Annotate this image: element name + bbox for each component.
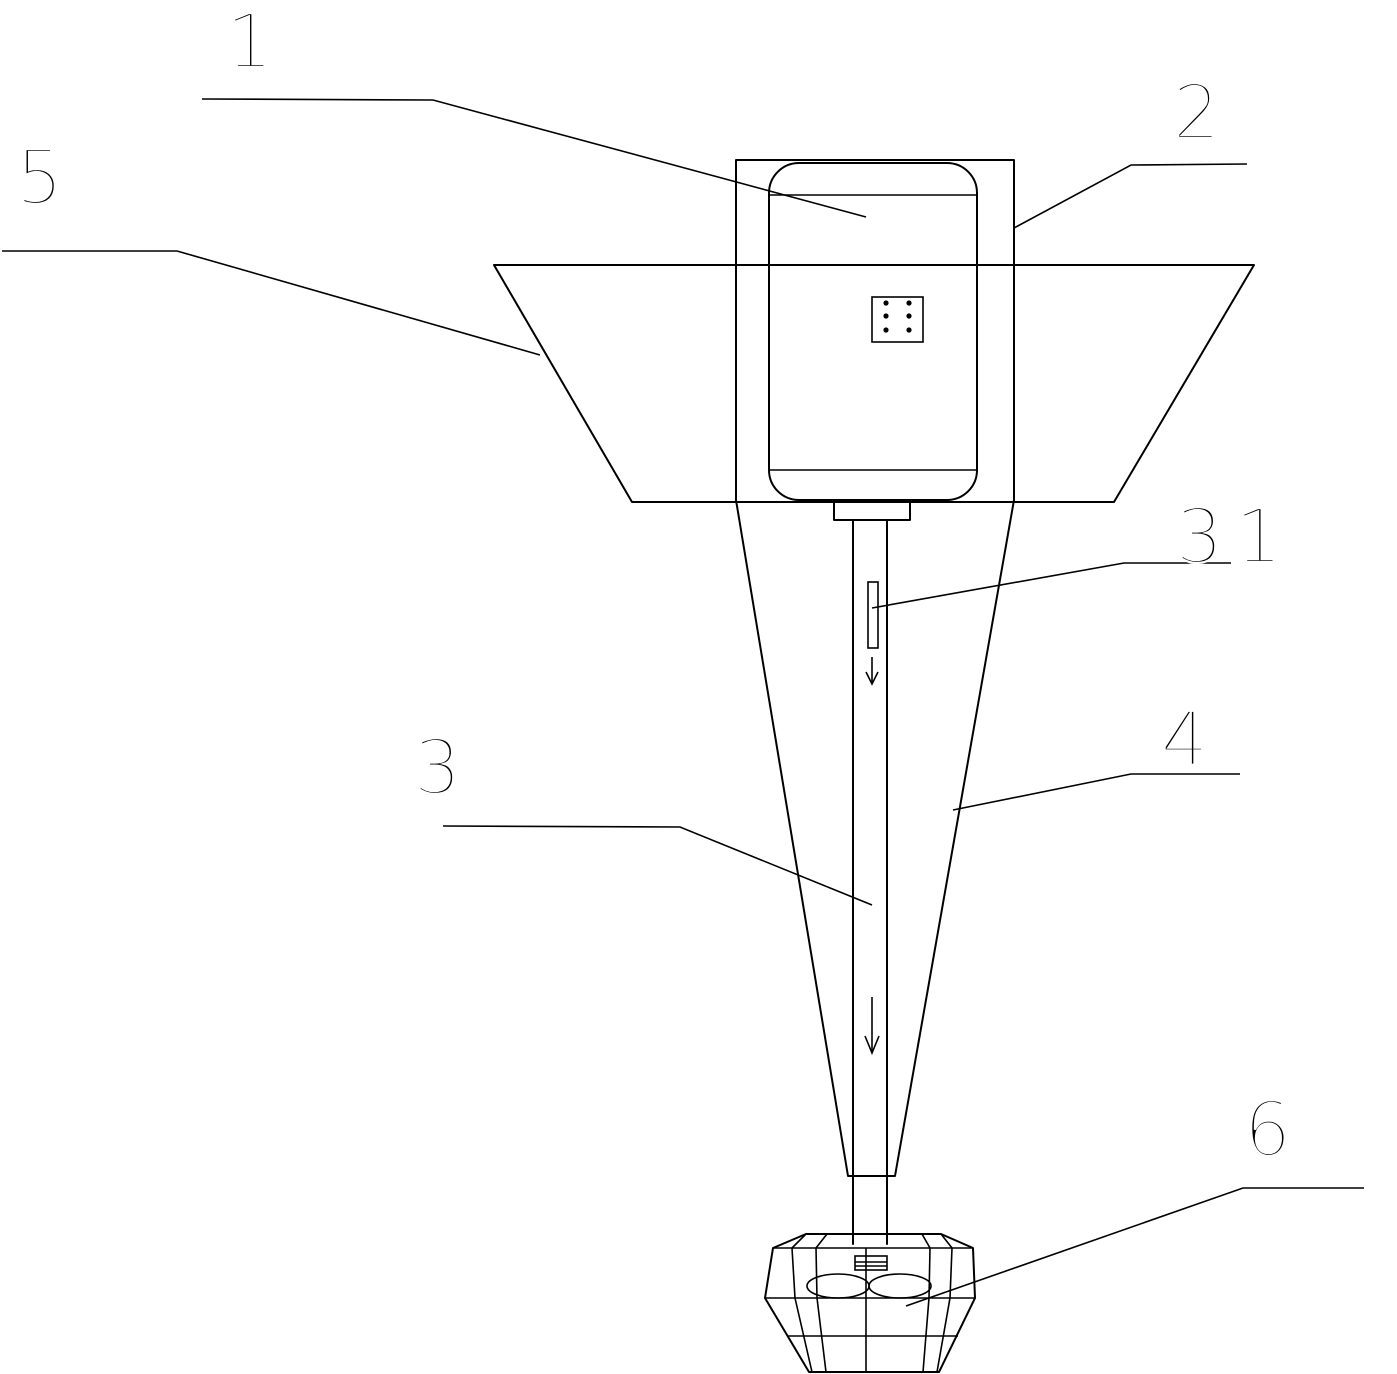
tank-1 (768, 162, 978, 501)
label-5: 5 (16, 135, 63, 221)
label-31: 31 (1176, 494, 1294, 580)
control-panel (871, 296, 924, 343)
leader-line-4 (952, 773, 1240, 811)
leader-line-3 (442, 825, 873, 906)
flow-arrow-upper (865, 657, 879, 686)
leader-line-1 (201, 98, 867, 218)
label-3: 3 (414, 725, 461, 811)
leader-line-2 (1013, 163, 1248, 229)
leader-line-31 (871, 562, 1231, 609)
housing-2 (735, 159, 1015, 1177)
pipe-3 (852, 519, 888, 1245)
leader-line-6 (905, 1187, 1364, 1307)
leader-line-5 (2, 250, 541, 356)
head-assembly-6 (764, 1233, 976, 1373)
label-6: 6 (1244, 1087, 1291, 1173)
sensor-31 (867, 581, 879, 649)
float-tray-5 (493, 264, 1255, 503)
outlet-collar (833, 501, 911, 521)
label-4: 4 (1161, 697, 1208, 783)
label-1: 1 (226, 0, 273, 85)
label-2: 2 (1173, 70, 1220, 156)
flow-arrow-lower (864, 997, 880, 1056)
